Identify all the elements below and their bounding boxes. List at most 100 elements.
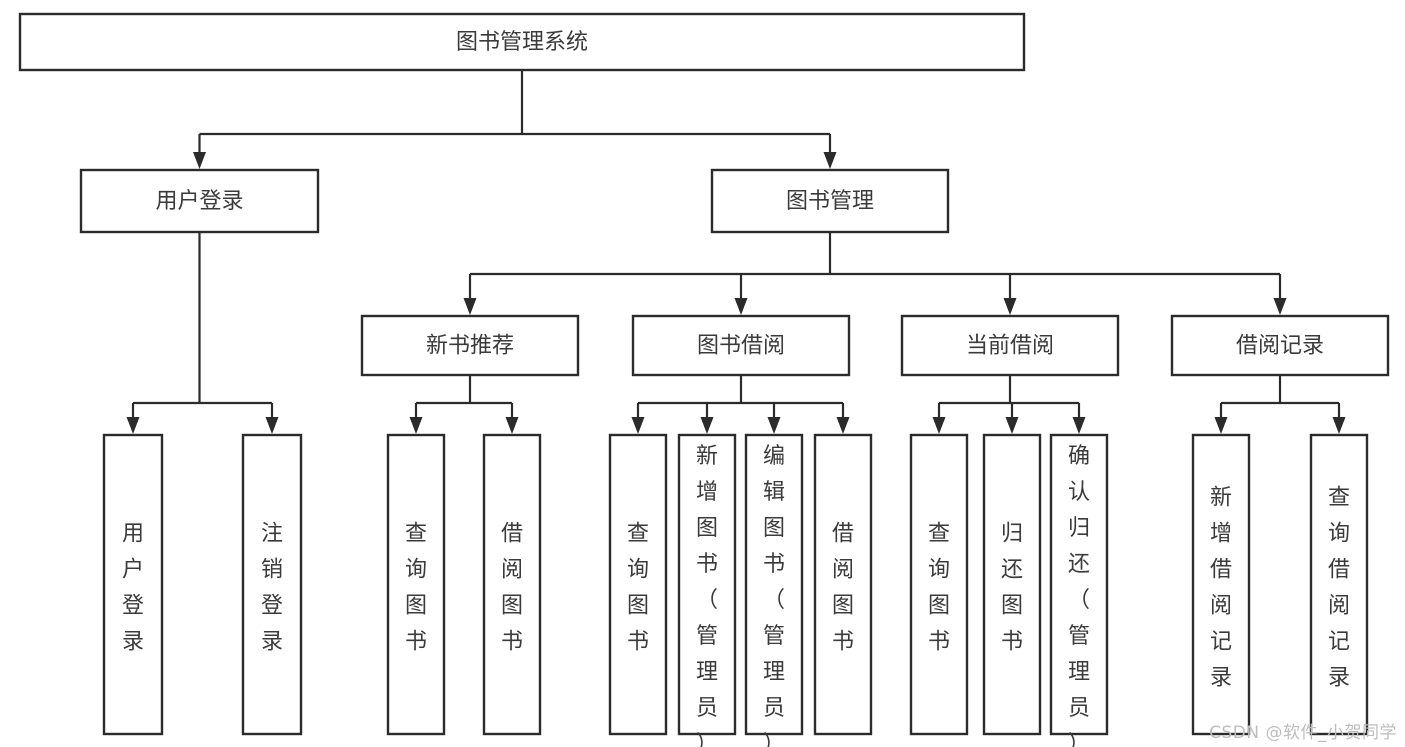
node-label-char: 记	[1328, 630, 1350, 655]
arrow-head-icon	[1072, 417, 1086, 434]
arrow-head-icon	[1214, 417, 1228, 434]
node-label-char: 借	[501, 522, 523, 547]
node-newrec[interactable]: 新书推荐	[360, 314, 580, 377]
node-box[interactable]	[482, 433, 542, 736]
node-label: 图书管理系统	[456, 30, 588, 55]
arrow-head-icon	[193, 152, 206, 169]
node-box[interactable]	[360, 314, 580, 377]
node-label-char: 阅	[1210, 594, 1232, 619]
node-bookmgmt[interactable]: 图书管理	[710, 168, 950, 234]
node-box[interactable]	[677, 433, 737, 736]
arrow-head-icon	[1003, 298, 1017, 315]
node-box[interactable]	[1049, 433, 1109, 736]
node-label-char: （	[696, 588, 718, 613]
arrow-head-icon	[505, 417, 519, 434]
arrow-head-icon	[126, 417, 140, 434]
node-box[interactable]	[241, 433, 303, 736]
node-box[interactable]	[813, 433, 873, 736]
node-records[interactable]: 借阅记录	[1170, 314, 1390, 377]
node-label-char: 阅	[1328, 594, 1350, 619]
node-l1[interactable]: 用户登录	[102, 433, 164, 736]
node-label-char: 管	[1068, 624, 1090, 649]
node-box[interactable]	[710, 168, 950, 234]
node-label-char: 图	[501, 594, 523, 619]
node-label-char: 查	[405, 522, 427, 547]
node-root[interactable]: 图书管理系统	[18, 12, 1026, 72]
nodes-layer: 图书管理系统用户登录图书管理新书推荐图书借阅当前借阅借阅记录用户登录注销登录查询…	[18, 12, 1390, 747]
node-label-char: 书	[405, 630, 427, 655]
node-label-char: 理	[696, 660, 718, 685]
node-label-char: 查	[928, 522, 950, 547]
node-label-char: 查	[1328, 486, 1350, 511]
node-box[interactable]	[900, 314, 1120, 377]
node-label-char: 员	[1068, 696, 1090, 721]
node-box[interactable]	[79, 168, 320, 234]
node-box[interactable]	[1191, 433, 1251, 736]
node-label-char: 询	[405, 558, 427, 583]
node-label: 图书管理	[786, 189, 874, 214]
node-label-char: 阅	[501, 558, 523, 583]
node-login[interactable]: 用户登录	[79, 168, 320, 234]
node-label-char: 图	[405, 594, 427, 619]
node-label-char: 确	[1068, 444, 1090, 469]
node-box[interactable]	[102, 433, 164, 736]
node-label-char: 图	[1001, 594, 1023, 619]
node-label-char: 还	[1001, 558, 1023, 583]
arrow-head-icon	[734, 298, 748, 315]
node-label-char: 阅	[832, 558, 854, 583]
node-label-char: 询	[928, 558, 950, 583]
node-label-char: 借	[832, 522, 854, 547]
node-box[interactable]	[608, 433, 668, 736]
node-label-char: 登	[261, 594, 283, 619]
node-label-char: （	[763, 588, 785, 613]
node-label-char: 增	[696, 480, 718, 505]
node-label-char: 图	[627, 594, 649, 619]
node-box[interactable]	[18, 12, 1026, 72]
node-label-char: 注	[261, 522, 283, 547]
node-box[interactable]	[631, 314, 851, 377]
node-current[interactable]: 当前借阅	[900, 314, 1120, 377]
arrow-head-icon	[631, 417, 645, 434]
arrow-head-icon	[767, 417, 781, 434]
node-label-char: 图	[763, 516, 785, 541]
arrow-head-icon	[700, 417, 714, 434]
node-label: 新书推荐	[426, 334, 514, 359]
node-label-char: 编	[763, 444, 785, 469]
node-label-char: 图	[696, 516, 718, 541]
node-label-char: 理	[1068, 660, 1090, 685]
node-label-char: 增	[1210, 522, 1232, 547]
node-box[interactable]	[1309, 433, 1369, 736]
arrow-head-icon	[265, 417, 279, 434]
node-label-char: 书	[928, 630, 950, 655]
node-label-char: ）	[696, 732, 718, 747]
node-label-char: 员	[696, 696, 718, 721]
node-borrow[interactable]: 图书借阅	[631, 314, 851, 377]
node-label-char: 书	[501, 630, 523, 655]
arrow-head-icon	[1332, 417, 1346, 434]
node-label-char: 记	[1210, 630, 1232, 655]
node-box[interactable]	[744, 433, 804, 736]
edge-group-borrow	[631, 375, 850, 434]
edges-layer	[126, 70, 1346, 434]
node-label-char: 借	[1328, 558, 1350, 583]
node-label-char: 录	[1328, 666, 1350, 691]
node-label-char: 归	[1068, 516, 1090, 541]
node-box[interactable]	[1170, 314, 1390, 377]
node-label-char: 录	[122, 630, 144, 655]
node-box[interactable]	[982, 433, 1042, 736]
node-box[interactable]	[909, 433, 969, 736]
node-box[interactable]	[386, 433, 446, 736]
